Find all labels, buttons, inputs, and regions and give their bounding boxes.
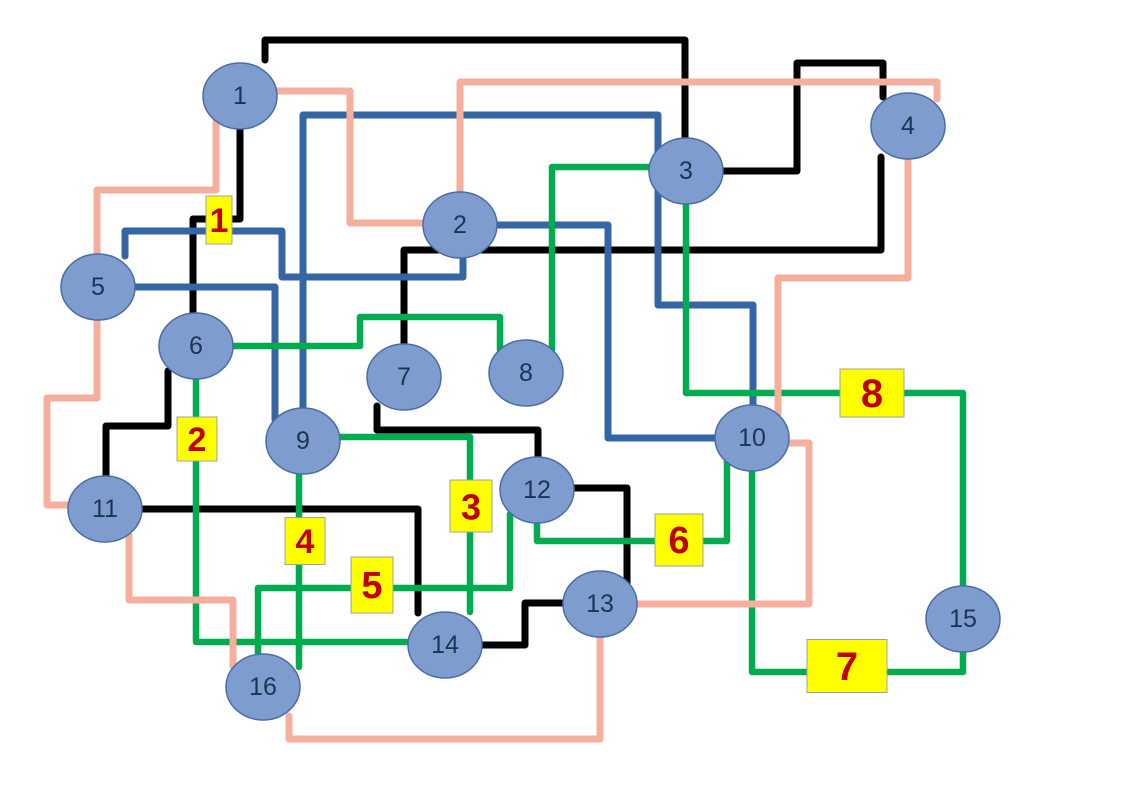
- connector-blue-node5-node9[interactable]: [130, 283, 279, 424]
- marker-7-box[interactable]: [806, 639, 888, 693]
- connector-green-node6-node14[interactable]: [192, 374, 414, 646]
- node-3[interactable]: 3: [648, 137, 724, 205]
- node-9-circle[interactable]: [265, 407, 341, 475]
- node-5[interactable]: 5: [60, 253, 136, 321]
- connector-pink-node11-node16[interactable]: [125, 531, 237, 670]
- connector-black-node12-node13[interactable]: [568, 484, 631, 588]
- node-9[interactable]: 9: [265, 407, 341, 475]
- connector-black-node4-node7[interactable]: [400, 153, 885, 350]
- connector-pink-node13-node16[interactable]: [285, 632, 604, 743]
- connector-black-node6-node11[interactable]: [102, 367, 172, 482]
- node-16[interactable]: 16: [225, 653, 301, 721]
- node-16-circle[interactable]: [225, 653, 301, 721]
- connector-green-node6-node8[interactable]: [227, 313, 504, 354]
- connector-pink-node2-node4[interactable]: [456, 78, 941, 198]
- node-13[interactable]: 13: [562, 570, 638, 638]
- marker-3[interactable]: 3: [449, 479, 493, 533]
- marker-4[interactable]: 4: [284, 517, 326, 565]
- node-14-circle[interactable]: [407, 611, 483, 679]
- node-7-circle[interactable]: [366, 343, 442, 411]
- marker-6[interactable]: 6: [654, 513, 704, 567]
- marker-4-box[interactable]: [284, 517, 326, 565]
- connector-blue-node9-node10[interactable]: [299, 111, 757, 413]
- connector-green-node9-node14[interactable]: [335, 433, 474, 616]
- marker-3-box[interactable]: [449, 479, 493, 533]
- connector-green-node3-node8[interactable]: [548, 163, 655, 354]
- node-11-circle[interactable]: [67, 475, 143, 543]
- node-10-circle[interactable]: [714, 404, 790, 472]
- connector-black-node1-node3[interactable]: [261, 36, 689, 143]
- marker-1-box[interactable]: [205, 195, 233, 245]
- marker-6-box[interactable]: [654, 513, 704, 567]
- marker-2[interactable]: 2: [176, 416, 218, 462]
- node-4[interactable]: 4: [870, 92, 946, 160]
- connector-black-node14-node13[interactable]: [477, 599, 571, 649]
- node-1-circle[interactable]: [202, 62, 278, 130]
- node-4-circle[interactable]: [870, 92, 946, 160]
- node-12-circle[interactable]: [499, 456, 575, 524]
- node-11[interactable]: 11: [67, 475, 143, 543]
- node-1[interactable]: 1: [202, 62, 278, 130]
- connector-black-node3-node4[interactable]: [717, 59, 887, 175]
- marker-7[interactable]: 7: [806, 639, 888, 693]
- node-5-circle[interactable]: [60, 253, 136, 321]
- node-12[interactable]: 12: [499, 456, 575, 524]
- node-8-circle[interactable]: [488, 339, 564, 407]
- node-3-circle[interactable]: [648, 137, 724, 205]
- marker-8[interactable]: 8: [839, 368, 905, 418]
- connector-blue-node5-node2[interactable]: [121, 227, 467, 281]
- connector-black-node7-node12[interactable]: [373, 402, 542, 462]
- marker-8-box[interactable]: [839, 368, 905, 418]
- connector-pink-node4-node10[interactable]: [774, 154, 912, 418]
- node-8[interactable]: 8: [488, 339, 564, 407]
- node-6[interactable]: 6: [158, 312, 234, 380]
- marker-5[interactable]: 5: [350, 556, 394, 614]
- node-14[interactable]: 14: [407, 611, 483, 679]
- marker-5-box[interactable]: [350, 556, 394, 614]
- marker-1[interactable]: 1: [205, 195, 233, 245]
- connector-green-node3-node15[interactable]: [682, 200, 967, 591]
- node-10[interactable]: 10: [714, 404, 790, 472]
- connector-pink-node1-node11[interactable]: [43, 117, 220, 509]
- marker-2-box[interactable]: [176, 416, 218, 462]
- node-2-circle[interactable]: [422, 191, 498, 259]
- connector-pink-node10-node13[interactable]: [631, 439, 813, 608]
- connector-black-node11-node14[interactable]: [137, 505, 422, 617]
- connector-pink-node1-node2[interactable]: [273, 87, 429, 227]
- node-2[interactable]: 2: [422, 191, 498, 259]
- node-6-circle[interactable]: [158, 312, 234, 380]
- node-7[interactable]: 7: [366, 343, 442, 411]
- node-15[interactable]: 15: [925, 585, 1001, 653]
- node-13-circle[interactable]: [562, 570, 638, 638]
- node-15-circle[interactable]: [925, 585, 1001, 653]
- connector-green-node12-node10[interactable]: [533, 458, 731, 545]
